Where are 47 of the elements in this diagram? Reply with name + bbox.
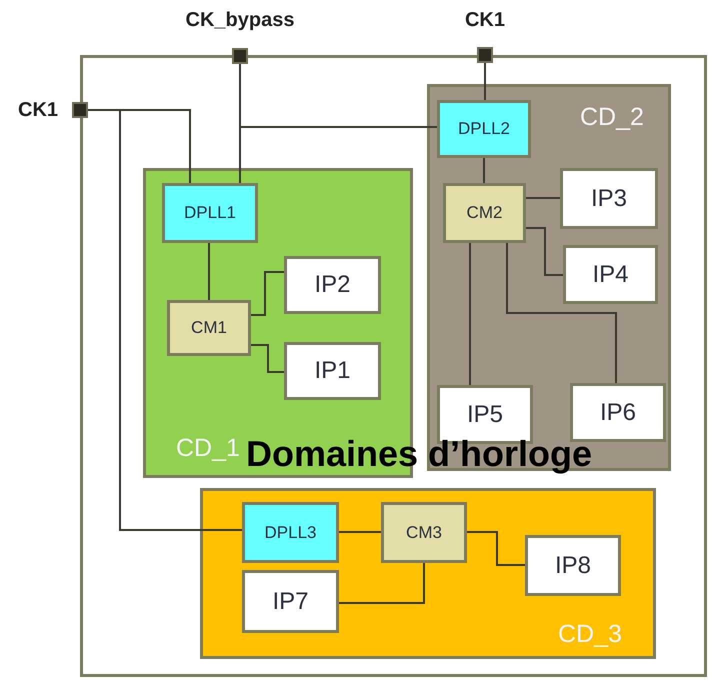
clock-domain-panel bbox=[200, 488, 656, 659]
clock-wire bbox=[339, 563, 425, 604]
block-label: IP6 bbox=[600, 398, 636, 426]
ip-block bbox=[284, 342, 381, 400]
clock-manager-block bbox=[381, 502, 467, 563]
clock-wire bbox=[484, 63, 486, 100]
pin-label: CK1 bbox=[465, 10, 505, 30]
ip-block bbox=[525, 535, 621, 596]
dpll-block bbox=[242, 502, 339, 563]
ip-block bbox=[284, 256, 381, 314]
pin-label: CK1 bbox=[18, 100, 58, 120]
block-label: IP5 bbox=[466, 400, 504, 428]
block-label: DPLL1 bbox=[184, 203, 236, 223]
dpll-block bbox=[162, 183, 258, 243]
clock-wire bbox=[467, 531, 525, 566]
clock-wire bbox=[239, 64, 437, 128]
clock-wire bbox=[251, 344, 284, 373]
dpll-block bbox=[437, 100, 531, 158]
block-label: CM1 bbox=[191, 318, 227, 338]
block-label: IP3 bbox=[590, 184, 628, 212]
clock-wire bbox=[339, 531, 381, 533]
block-label: IP4 bbox=[592, 260, 629, 288]
ip-block bbox=[242, 570, 339, 633]
ip-block bbox=[560, 168, 658, 229]
domain-label: CD_2 bbox=[580, 105, 644, 130]
ip-block bbox=[563, 245, 658, 304]
block-label: CM2 bbox=[466, 203, 502, 223]
clock-wire bbox=[208, 243, 210, 300]
domain-label: CD_1 bbox=[176, 436, 240, 461]
chip-outline bbox=[80, 55, 707, 677]
clock-manager-block bbox=[167, 300, 251, 356]
pin-label: CK_bypass bbox=[186, 10, 294, 30]
clock-wire bbox=[526, 197, 560, 199]
block-label: IP7 bbox=[272, 588, 309, 616]
block-label: CM3 bbox=[406, 522, 442, 542]
domain-label: CD_3 bbox=[558, 622, 622, 647]
clock-wire bbox=[483, 158, 485, 183]
block-label: DPLL3 bbox=[264, 522, 316, 542]
clock-wire bbox=[251, 271, 284, 316]
block-label: IP8 bbox=[554, 552, 592, 580]
clock-manager-block bbox=[443, 183, 526, 243]
clock-wire bbox=[526, 227, 563, 276]
block-label: DPLL2 bbox=[458, 119, 510, 139]
clock-wire bbox=[469, 243, 471, 385]
block-label: IP2 bbox=[314, 271, 351, 299]
block-label: IP1 bbox=[314, 357, 351, 385]
clock-wire bbox=[506, 243, 617, 383]
